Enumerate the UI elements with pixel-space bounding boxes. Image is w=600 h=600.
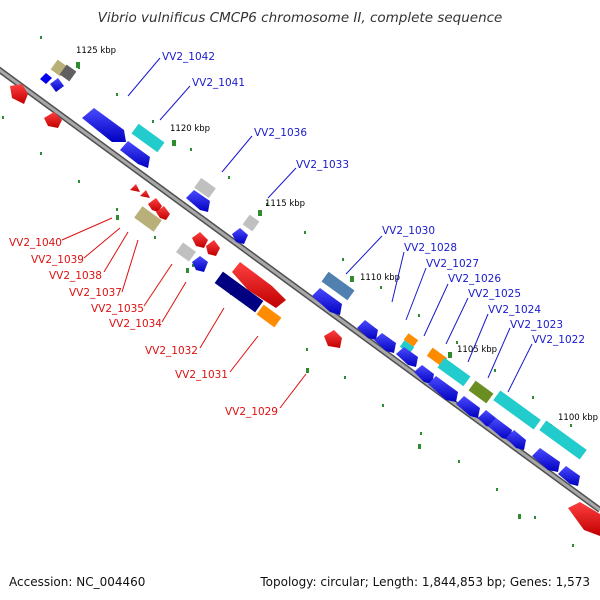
- gene-feature: [50, 78, 64, 92]
- gene-feature: [206, 240, 220, 256]
- reverse-strand-genes: [10, 84, 600, 536]
- gene-label[interactable]: VV2_1034: [109, 318, 162, 330]
- map-title: Vibrio vulnificus CMCP6 chromosome II, c…: [98, 10, 503, 26]
- gene-feature: [428, 376, 458, 402]
- gene-feature: [130, 184, 140, 192]
- gene-feature: [120, 141, 150, 168]
- kbp-ticks: 1125 kbp 1120 kbp 1115 kbp 1110 kbp 1105…: [76, 46, 598, 423]
- gene-feature: [468, 380, 494, 404]
- gene-feature: [59, 64, 77, 82]
- gene-label[interactable]: VV2_1027: [426, 258, 479, 270]
- gene-label[interactable]: VV2_1022: [532, 334, 585, 346]
- gene-feature: [242, 214, 260, 232]
- gene-label[interactable]: VV2_1037: [69, 287, 122, 299]
- gene-feature: [194, 177, 216, 199]
- gene-feature: [10, 84, 28, 104]
- gene-label[interactable]: VV2_1023: [510, 319, 563, 331]
- gene-label[interactable]: VV2_1036: [254, 127, 307, 139]
- gene-label[interactable]: VV2_1039: [31, 254, 84, 266]
- gene-feature: [437, 357, 471, 387]
- gene-label[interactable]: VV2_1026: [448, 273, 501, 285]
- chromosome-backbone: [0, 66, 600, 513]
- tick-label: 1120 kbp: [170, 124, 210, 134]
- tick-label: 1115 kbp: [265, 199, 305, 209]
- gene-feature: [532, 448, 560, 472]
- gene-label[interactable]: VV2_1025: [468, 288, 521, 300]
- gene-feature: [414, 365, 434, 384]
- leader-lines-forward: [127, 57, 533, 393]
- gene-feature: [256, 304, 282, 328]
- gene-label[interactable]: VV2_1029: [225, 406, 278, 418]
- gene-feature: [493, 390, 541, 430]
- gene-label[interactable]: VV2_1032: [145, 345, 198, 357]
- gene-feature: [312, 288, 342, 315]
- gene-feature: [396, 347, 418, 367]
- gene-feature: [44, 112, 62, 128]
- gene-feature: [176, 242, 196, 262]
- genome-summary-text: Topology: circular; Length: 1,844,853 bp…: [259, 575, 590, 589]
- gene-label[interactable]: VV2_1038: [49, 270, 102, 282]
- gene-label[interactable]: VV2_1031: [175, 369, 228, 381]
- tick-label: 1125 kbp: [76, 46, 116, 56]
- gene-feature: [192, 232, 208, 248]
- gene-feature: [399, 340, 415, 354]
- gene-feature: [539, 420, 587, 460]
- gene-feature: [357, 320, 378, 340]
- gene-feature: [232, 262, 286, 308]
- gene-feature: [140, 190, 150, 198]
- accession-text: Accession: NC_004460: [9, 575, 145, 589]
- gene-feature: [374, 333, 396, 353]
- gene-feature: [324, 330, 342, 348]
- leader-lines-reverse: [61, 217, 307, 409]
- gene-feature: [40, 73, 52, 84]
- tick-label: 1105 kbp: [457, 345, 497, 355]
- labels-forward: VV2_1042 VV2_1041 VV2_1036 VV2_1033 VV2_…: [162, 51, 585, 346]
- gene-feature: [558, 466, 580, 486]
- labels-reverse: VV2_1040 VV2_1039 VV2_1038 VV2_1037 VV2_…: [9, 237, 278, 418]
- gene-feature: [568, 502, 600, 536]
- gene-label[interactable]: VV2_1035: [91, 303, 144, 315]
- gene-label[interactable]: VV2_1041: [192, 77, 245, 89]
- tick-label: 1100 kbp: [558, 413, 598, 423]
- gene-feature: [456, 396, 480, 418]
- gene-feature: [134, 206, 162, 232]
- gene-feature: [506, 430, 526, 450]
- gene-feature: [82, 108, 126, 142]
- gene-label[interactable]: VV2_1033: [296, 159, 349, 171]
- gene-label[interactable]: VV2_1040: [9, 237, 62, 249]
- gene-feature: [131, 123, 165, 153]
- tick-label: 1110 kbp: [360, 273, 400, 283]
- gene-label[interactable]: VV2_1024: [488, 304, 541, 316]
- gene-feature: [148, 198, 162, 212]
- gene-label[interactable]: VV2_1028: [404, 242, 457, 254]
- forward-strand-genes: [40, 59, 587, 486]
- gene-feature: [156, 206, 170, 220]
- tick-dots: [2, 36, 574, 547]
- gene-feature: [214, 271, 264, 313]
- gene-label[interactable]: VV2_1042: [162, 51, 215, 63]
- gene-feature: [186, 190, 210, 212]
- gene-feature: [321, 271, 355, 301]
- gene-label[interactable]: VV2_1030: [382, 225, 435, 237]
- gene-feature: [232, 228, 248, 244]
- gene-feature: [488, 418, 512, 440]
- gene-feature: [403, 333, 419, 347]
- gene-feature: [192, 256, 208, 272]
